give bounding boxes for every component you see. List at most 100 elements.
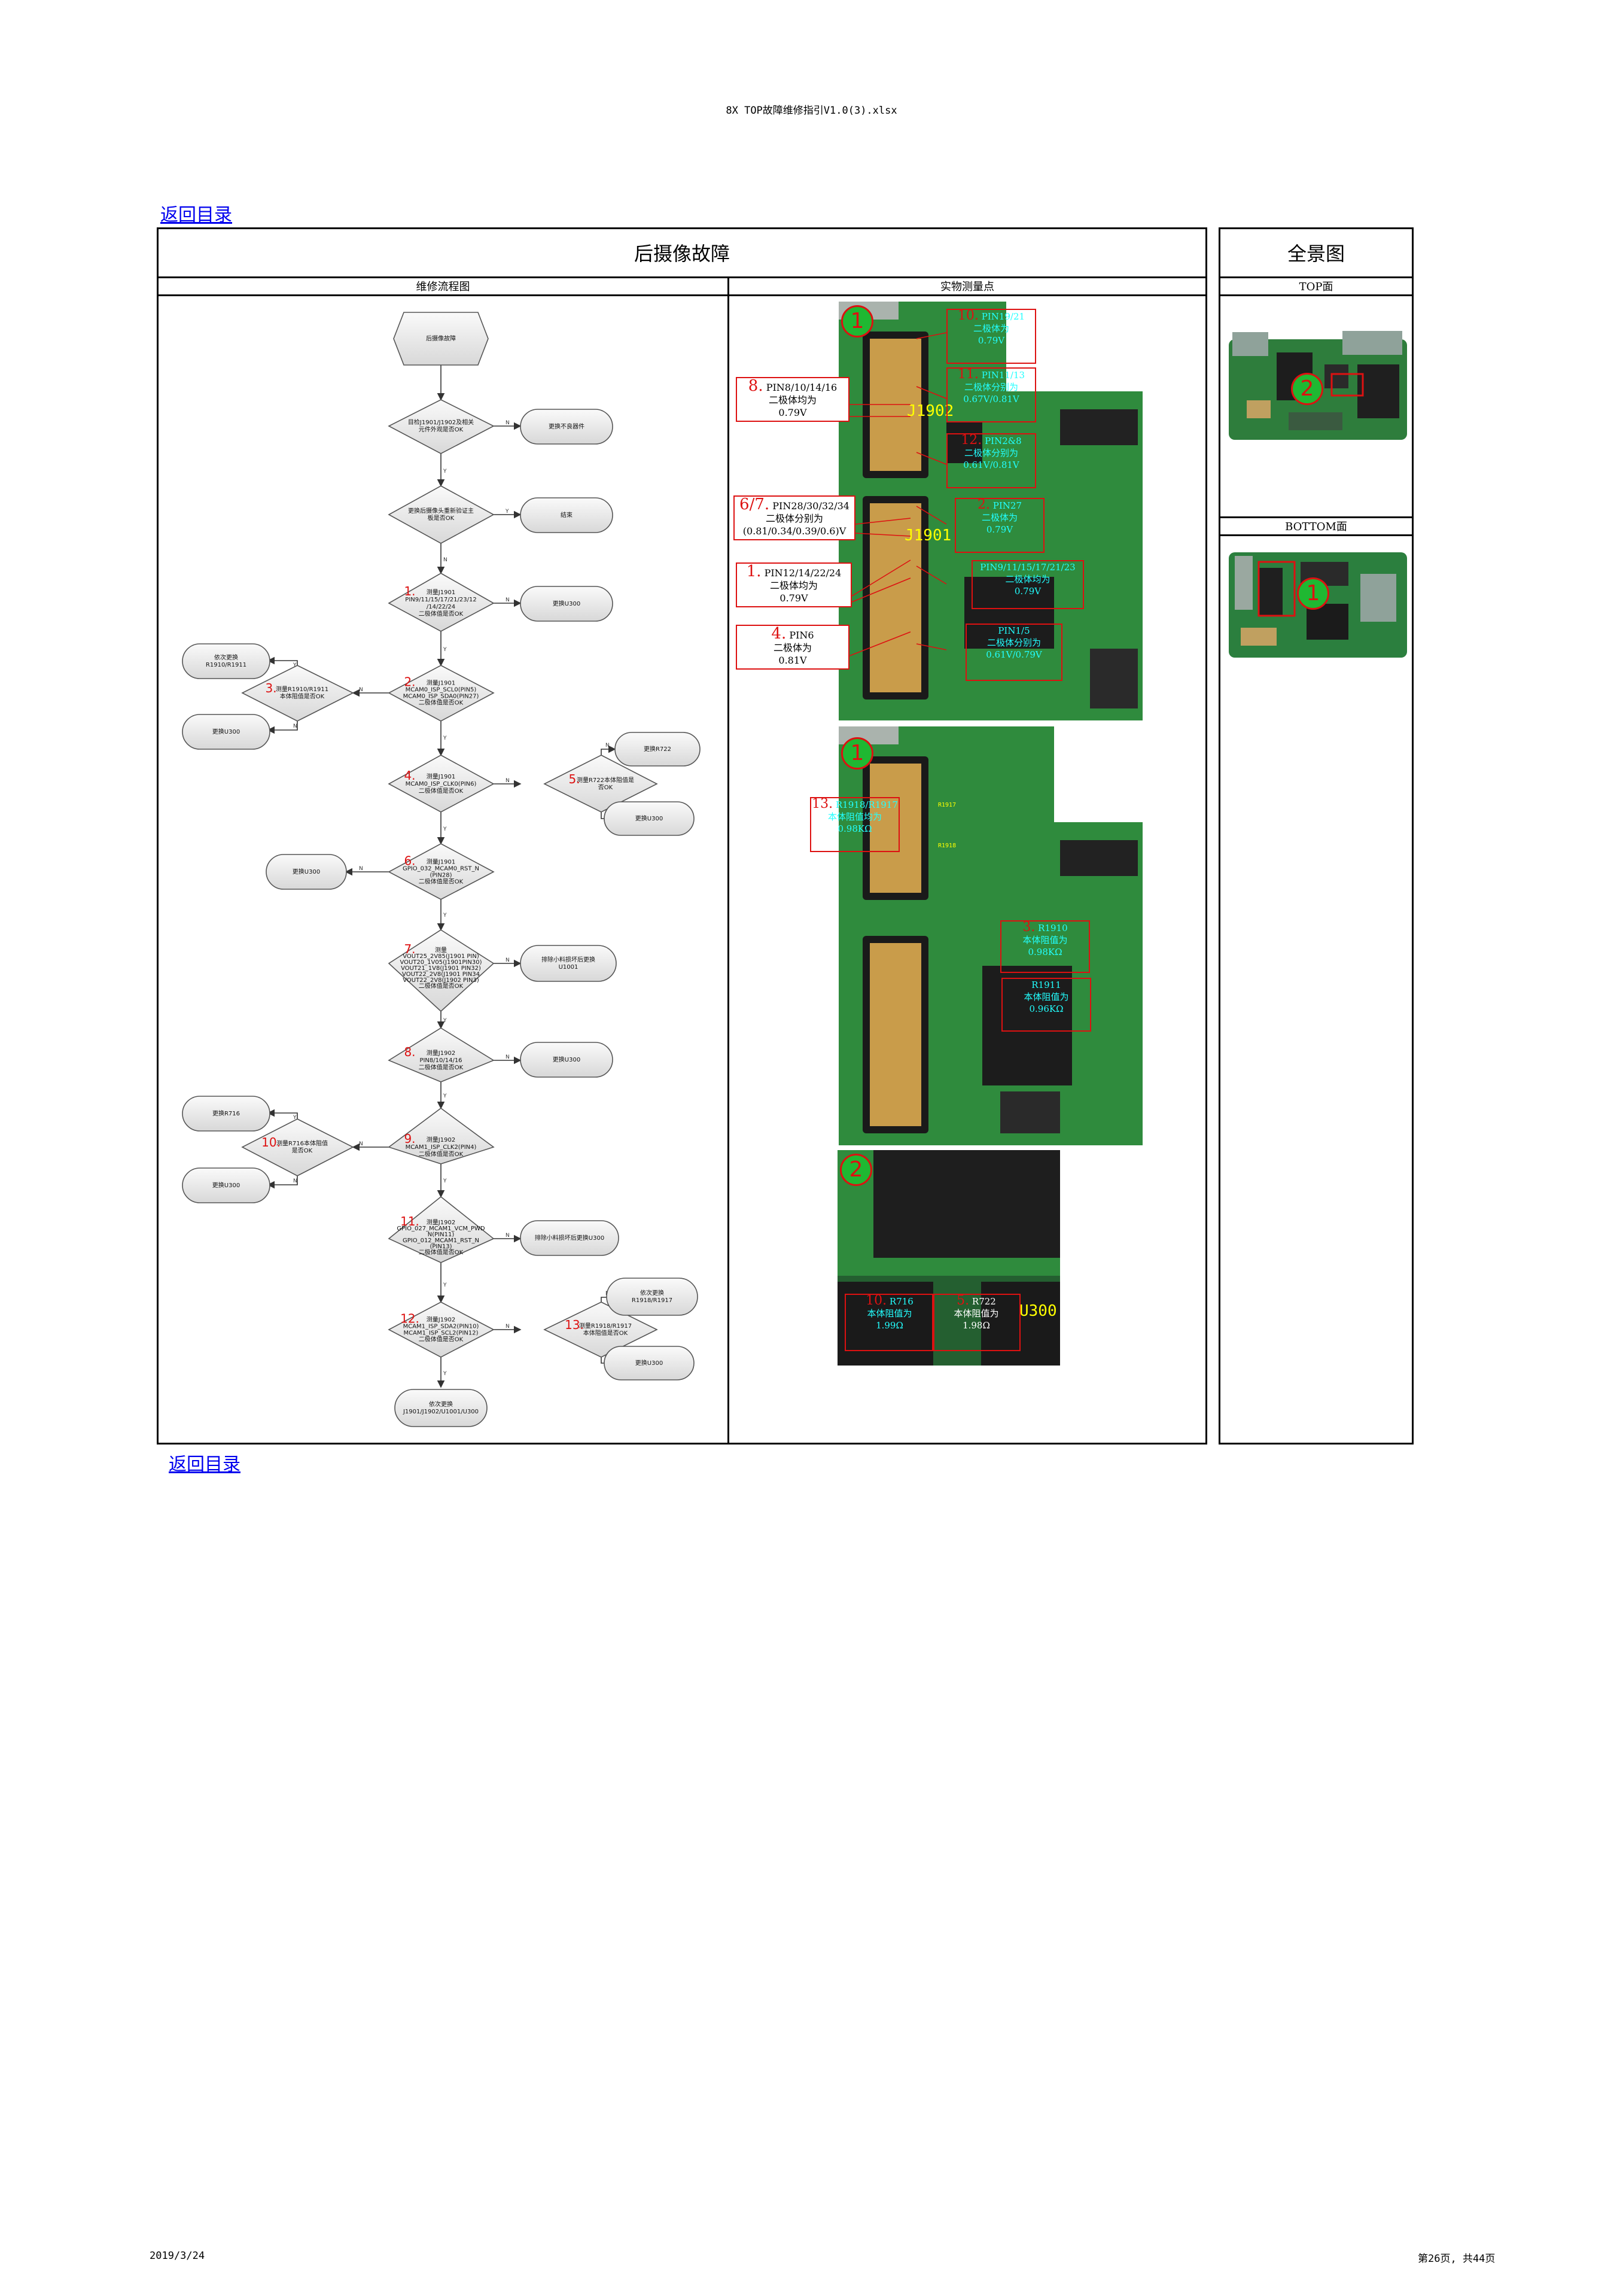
svg-text:N: N [293,1178,297,1184]
flow-decision-scl0-line: MCAM0_ISP_SCL0(PIN5) [406,687,477,694]
svg-text:N: N [506,1233,510,1239]
photo-j1901-j1902 [839,302,1143,720]
main-title: 后摄像故障 [159,229,1205,278]
side-title: 全景图 [1220,229,1412,278]
flow-decision-scl0-line: MCAM0_ISP_SDA0(PIN27) [403,694,479,700]
flow-result-u300-line: 更换U300 [635,1359,663,1367]
r1918-label: R1918 [938,843,957,849]
svg-text:Y: Y [293,1115,297,1121]
flow-result-u1001-line: 排除小料损坏后更换 [541,956,595,963]
svg-text:Y: Y [443,1282,447,1288]
flow-decision-sda2-line: 二极体值是否OK [419,1336,464,1343]
flow-decision-r1910-line: 测量R1910/R1911 [276,685,328,693]
flow-decision-r722-line: 否OK [598,784,613,791]
back-to-index-link-bottom[interactable]: 返回目录 [169,1455,240,1474]
flow-result-u300-line: 更换U300 [553,1056,580,1063]
flow-decision-clk2-line: 二极体值是否OK [419,1150,464,1158]
svg-text:Y: Y [443,735,447,741]
svg-text:Y: Y [443,1371,447,1377]
flow-result-r1918-line: 依次更换 [640,1289,664,1297]
divider [1220,516,1412,518]
flow-decision-vcm-line: GPIO_012_MCAM1_RST_N [403,1237,479,1244]
svg-text:N: N [359,687,363,693]
flow-result-u300-line: 更换U300 [553,600,580,607]
flow-result-r1910-line: 依次更换 [214,653,238,661]
flow-decision-j1902-pins-line: 测量J1902 [427,1049,455,1057]
photo-column-header: 实物测量点 [729,278,1205,296]
marker-1-badge: 1 [841,305,873,337]
flow-decision-sda2-step-number: 12. [400,1312,419,1326]
flow-decision-clk2-line: 测量J1902 [427,1136,455,1144]
flow-decision-rst-line: GPIO_032_MCAM0_RST_N [403,866,479,872]
flow-start-line: 后摄像故障 [426,334,456,342]
flow-decision-vcm-line: GPIO_027_MCAM1_VCM_PWD [397,1225,485,1232]
flow-end-replace-all-line: J1901/J1902/U1001/U300 [403,1409,479,1415]
flow-decision-j1902-pins-step-number: 8. [404,1045,415,1059]
svg-text:N: N [605,743,610,749]
flow-decision-rst-line: 测量J1901 [427,858,455,866]
photo-resistors [839,726,1143,1145]
flow-decision-vcm-step-number: 11. [400,1214,419,1228]
flow-decision-rst-line: (PIN28) [430,872,452,879]
flow-result-replace-part-line: 更换不良器件 [549,422,584,430]
svg-text:N: N [293,723,297,729]
flow-decision-scl0-line: 二极体值是否OK [419,699,464,707]
svg-text:N: N [506,1324,510,1330]
flow-result-u300-line: 更换U300 [293,868,320,875]
flow-decision-sda2-line: MCAM1_ISP_SCL2(PIN12) [403,1330,478,1337]
svg-text:Y: Y [443,913,447,919]
svg-text:N: N [359,1141,363,1147]
flow-decision-clk2-line: MCAM1_ISP_CLK2(PIN4) [406,1144,477,1151]
flow-decision-scl0-line: 测量J1901 [427,679,455,687]
marker-2-badge: 2 [840,1154,872,1186]
column-divider [727,296,729,1443]
flow-decision-visual-inspect-line: 目检J1901/J1902及相关 [408,418,474,426]
back-to-index-link-top[interactable]: 返回目录 [160,205,232,225]
svg-text:Y: Y [443,1093,447,1099]
flow-decision-rst-step-number: 6. [404,854,415,868]
flow-result-end-line: 结束 [561,511,573,519]
flow-decision-r1918-step-number: 13. [565,1318,584,1332]
flow-decision-power-line: VOUT25_2V85(J1901 PIN) [403,953,479,960]
repair-flowchart: NY YN NY NY NY NY NY NY NY NY NY YN NY Y… [182,312,701,1427]
flow-decision-j1901-pins-step-number: 1. [404,584,415,598]
flow-decision-clk0-line: MCAM0_ISP_CLK0(PIN6) [406,781,477,787]
flow-result-u1001-line: U1001 [559,964,578,971]
flow-result-u300-line: 更换U300 [212,1181,240,1189]
svg-text:Y: Y [443,1178,447,1184]
flow-decision-clk0-line: 二极体值是否OK [419,787,464,795]
photo-u300 [838,1150,1060,1366]
bottom-side-label: BOTTOM面 [1220,518,1412,536]
flow-decision-power-step-number: 7. [404,942,415,956]
j1902-label: J1902 [907,402,954,420]
flow-decision-visual-inspect-line: 元件外观是否OK [419,426,464,433]
svg-text:N: N [359,866,363,872]
flow-decision-j1902-pins-line: 二极体值是否OK [419,1063,464,1071]
flow-decision-r722-step-number: 5. [568,772,580,786]
flow-decision-r722-line: 测量R722本体阻值是 [577,776,634,784]
flow-decision-r716-line: 是否OK [292,1147,313,1154]
flow-decision-r1910-step-number: 3. [265,681,276,695]
marker-2-badge: 2 [1291,373,1323,405]
side-panel: 全景图 TOP面 BOTTOM面 2 1 [1219,227,1414,1444]
svg-text:Y: Y [443,826,447,832]
leader-lines [844,332,947,656]
svg-text:N: N [506,597,510,603]
flow-result-r1910-line: R1910/R1911 [206,662,246,668]
flow-result-r722-line: 更换R722 [644,745,671,753]
main-panel: 后摄像故障 维修流程图 实物测量点 [157,227,1207,1444]
flow-decision-scl0-step-number: 2. [404,675,415,689]
flow-decision-r716-step-number: 10. [261,1135,281,1149]
footer-page: 第26页, 共44页 [1418,2253,1496,2265]
